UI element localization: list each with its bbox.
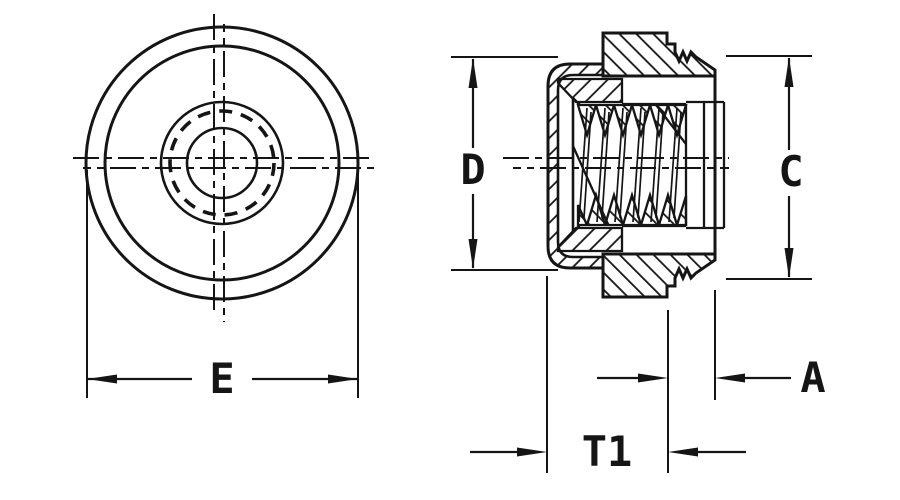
arrowhead-down — [784, 248, 794, 278]
arrowhead-left — [715, 373, 745, 383]
dimension-label-E: E — [209, 354, 234, 403]
bore-entry-chamfer-bottom — [572, 224, 581, 233]
dimension-C: C — [726, 55, 812, 280]
arrowhead-left — [87, 374, 117, 384]
arrowhead-up — [784, 57, 794, 87]
threaded-body — [571, 31, 726, 299]
cap-inner-contour — [556, 73, 603, 259]
cap-lip-bottom — [556, 226, 624, 253]
dimension-T1: T1 — [470, 276, 746, 476]
flange-section-top — [601, 31, 717, 78]
internal-thread — [574, 103, 688, 227]
arrowhead-up — [468, 58, 478, 88]
bore-entry-chamfer-top — [572, 97, 581, 106]
cap-section-hatch — [548, 64, 603, 268]
thread-flank-lines — [578, 107, 682, 223]
thread-helix-lines — [574, 105, 686, 225]
dimension-label-T1: T1 — [582, 427, 633, 476]
thread-teeth-top — [576, 103, 688, 140]
dimension-label-D: D — [460, 145, 485, 194]
dimension-label-C: C — [778, 147, 803, 196]
flange-section-bottom — [601, 252, 717, 299]
dimension-E: E — [86, 170, 359, 403]
dimension-D: D — [451, 56, 558, 271]
cap-lip-top — [556, 77, 624, 104]
section-view — [503, 31, 729, 299]
arrowhead-right — [517, 447, 547, 457]
flange-root-circle — [103, 44, 341, 282]
hidden-thread-circle — [168, 109, 276, 217]
cap-shell — [546, 62, 624, 270]
arrowhead-right — [328, 374, 358, 384]
front-view — [73, 14, 379, 322]
dimension-A: A — [597, 290, 826, 473]
counterbore-circle — [159, 100, 285, 226]
arrowhead-left — [668, 447, 698, 457]
arrowhead-right — [638, 373, 668, 383]
through-hole-circle — [185, 126, 259, 200]
cap-outer-contour — [546, 62, 603, 270]
outer-flange-circle — [84, 25, 360, 301]
arrowhead-down — [468, 239, 478, 269]
dimension-label-A: A — [800, 353, 825, 402]
